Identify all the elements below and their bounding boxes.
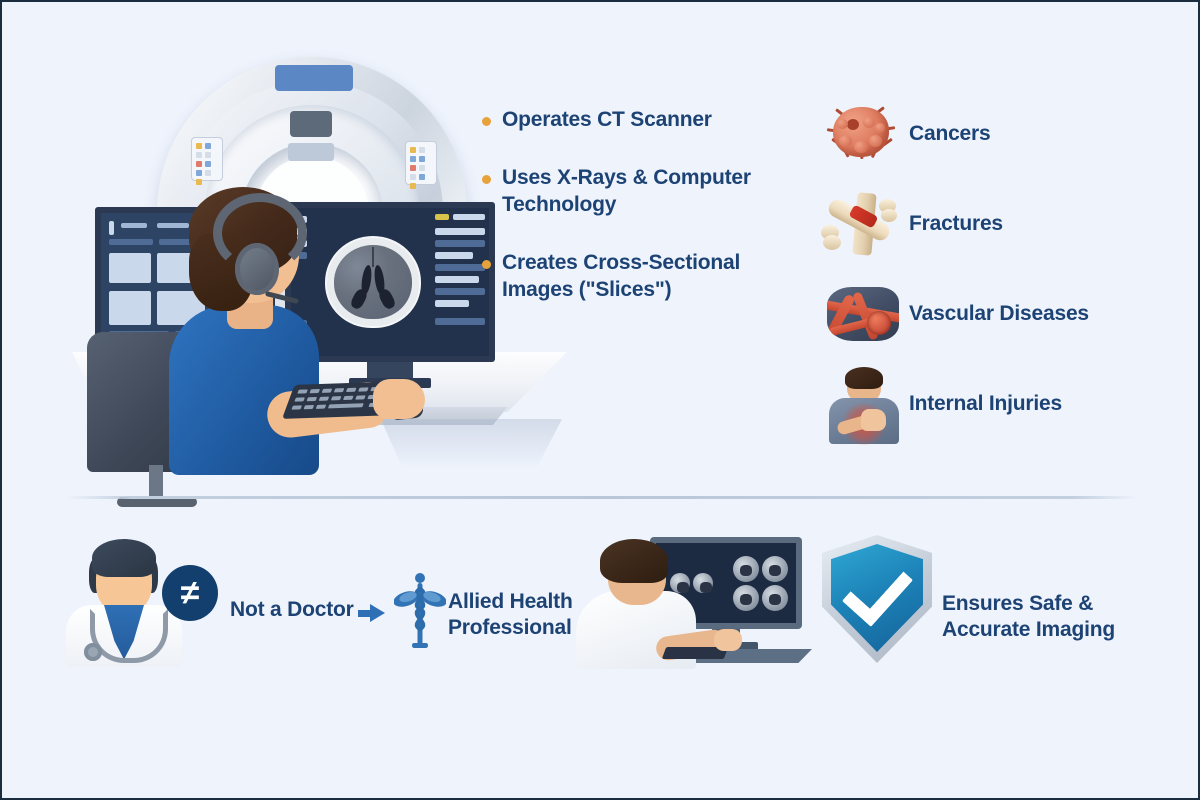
condition-item: Cancers (817, 97, 1147, 171)
stethoscope-icon (90, 609, 168, 663)
bullet-label: Uses X-Rays & Computer Technology (502, 165, 751, 216)
ct-slice-pane-left (659, 546, 725, 620)
bullet-dot-icon (482, 117, 491, 126)
capabilities-bullet-list: Operates CT Scanner Uses X-Rays & Comput… (482, 107, 792, 334)
bullet-dot-icon (482, 174, 491, 184)
ct-gantry-sensor-window (290, 111, 332, 137)
chest-pain-person-icon (817, 367, 909, 445)
ct-slice-pane-right (728, 546, 794, 620)
condition-label: Fractures (909, 212, 1003, 235)
cancer-cell-icon (817, 97, 909, 171)
bullet-item: Creates Cross-Sectional Images ("Slices"… (482, 250, 792, 304)
condition-label: Internal Injuries (909, 392, 1062, 415)
condition-label: Vascular Diseases (909, 302, 1089, 325)
ct-scanner-scene (72, 47, 577, 507)
bullet-item: Uses X-Rays & Computer Technology (482, 165, 792, 219)
monitor-stand (367, 362, 413, 380)
condition-item: Internal Injuries (817, 367, 1147, 445)
not-equal-badge-icon: ≠ (162, 565, 218, 621)
chair-base (117, 497, 197, 507)
caduceus-icon (393, 569, 447, 651)
radiologist-hair (600, 539, 668, 583)
ct-gantry-label-strip (288, 143, 334, 161)
arrow-right-icon-tail (358, 610, 372, 617)
ensures-safe-imaging-label: Ensures Safe & Accurate Imaging (942, 592, 1116, 642)
ct-gantry-display-panel (275, 65, 353, 91)
headset-band-icon (213, 193, 307, 273)
axial-brain-ct-slice (321, 208, 425, 356)
broken-bone-icon (817, 187, 909, 261)
section-divider (67, 496, 1137, 499)
monitor-right-screen (291, 208, 489, 356)
condition-item: Vascular Diseases (817, 277, 1147, 351)
not-a-doctor-label: Not a Doctor (230, 598, 354, 621)
radiologist-hand (714, 629, 742, 651)
workstation-monitor-right (285, 202, 495, 362)
technologist-hand (373, 379, 425, 419)
bottom-summary-strip: ≠ Not a Doctor (2, 517, 1198, 697)
headset-earcup-icon (235, 243, 279, 295)
blood-vessel-clot-icon (817, 277, 909, 351)
bullet-dot-icon (482, 259, 491, 269)
desk-shadow (380, 419, 562, 469)
bullet-label: Operates CT Scanner (502, 108, 712, 131)
stethoscope-bell-icon (84, 643, 102, 661)
condition-item: Fractures (817, 187, 1147, 261)
shield-check-icon (822, 535, 932, 663)
bullet-label: Creates Cross-Sectional Images ("Slices"… (502, 250, 741, 301)
ct-gantry-left-control-panel (191, 137, 223, 185)
ct-gantry-right-control-panel (405, 141, 437, 189)
detectable-conditions-list: Cancers Fractures (817, 97, 1147, 457)
radiologist-reviewing-ct-scans (572, 529, 812, 679)
condition-label: Cancers (909, 122, 991, 145)
ct-skull-outline (327, 238, 419, 326)
ct-brain-tissue (334, 245, 412, 319)
chair-stem (149, 465, 163, 501)
bullet-item: Operates CT Scanner (482, 107, 792, 134)
allied-health-professional-label: Allied Health Professional (448, 590, 573, 640)
doctor-avatar (64, 535, 184, 667)
arrow-right-icon (370, 604, 385, 622)
